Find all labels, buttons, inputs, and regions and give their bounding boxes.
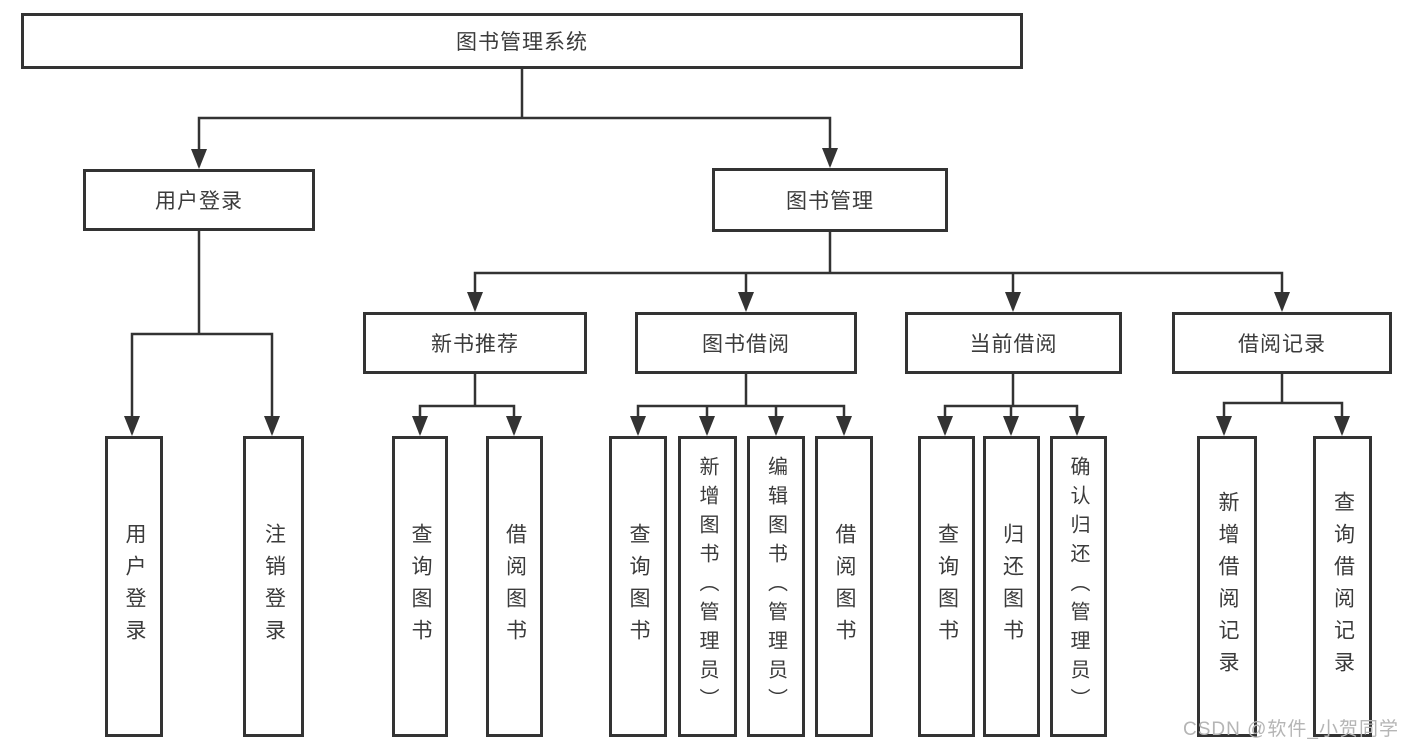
- leaf-query-borrow-record: 查询借阅记录: [1313, 436, 1372, 737]
- arrowheads: [124, 148, 1350, 436]
- node-book-borrowing: 图书借阅: [635, 312, 857, 374]
- leaf-return-books: 归还图书: [983, 436, 1040, 737]
- leaf-query-books-borrowing: 查询图书: [609, 436, 667, 737]
- leaf-add-books-admin: 新增图书（管理员）: [678, 436, 737, 737]
- leaf-borrow-books: 借阅图书: [815, 436, 873, 737]
- leaf-query-books-recommend: 查询图书: [392, 436, 448, 737]
- node-book-management: 图书管理: [712, 168, 948, 232]
- connector-book-borrow: [636, 372, 846, 434]
- node-root: 图书管理系统: [21, 13, 1023, 69]
- leaf-user-login: 用户登录: [105, 436, 163, 737]
- node-borrow-records: 借阅记录: [1172, 312, 1392, 374]
- node-new-book-recommend: 新书推荐: [363, 312, 587, 374]
- leaf-query-books-current: 查询图书: [918, 436, 975, 737]
- leaf-add-borrow-record: 新增借阅记录: [1197, 436, 1257, 737]
- connector-new-book: [418, 372, 516, 434]
- node-user-login: 用户登录: [83, 169, 315, 231]
- connector-book-mgmt: [473, 230, 1284, 310]
- connector-root: [197, 67, 832, 167]
- connector-user-login: [130, 229, 274, 434]
- leaf-logout: 注销登录: [243, 436, 304, 737]
- leaf-confirm-return-admin: 确认归还（管理员）: [1050, 436, 1107, 737]
- watermark: CSDN @软件_小贺同学: [1183, 719, 1399, 740]
- leaf-borrow-books-recommend: 借阅图书: [486, 436, 543, 737]
- leaf-edit-books-admin: 编辑图书（管理员）: [747, 436, 805, 737]
- connector-borrow-records: [1222, 372, 1344, 434]
- node-current-borrowing: 当前借阅: [905, 312, 1122, 374]
